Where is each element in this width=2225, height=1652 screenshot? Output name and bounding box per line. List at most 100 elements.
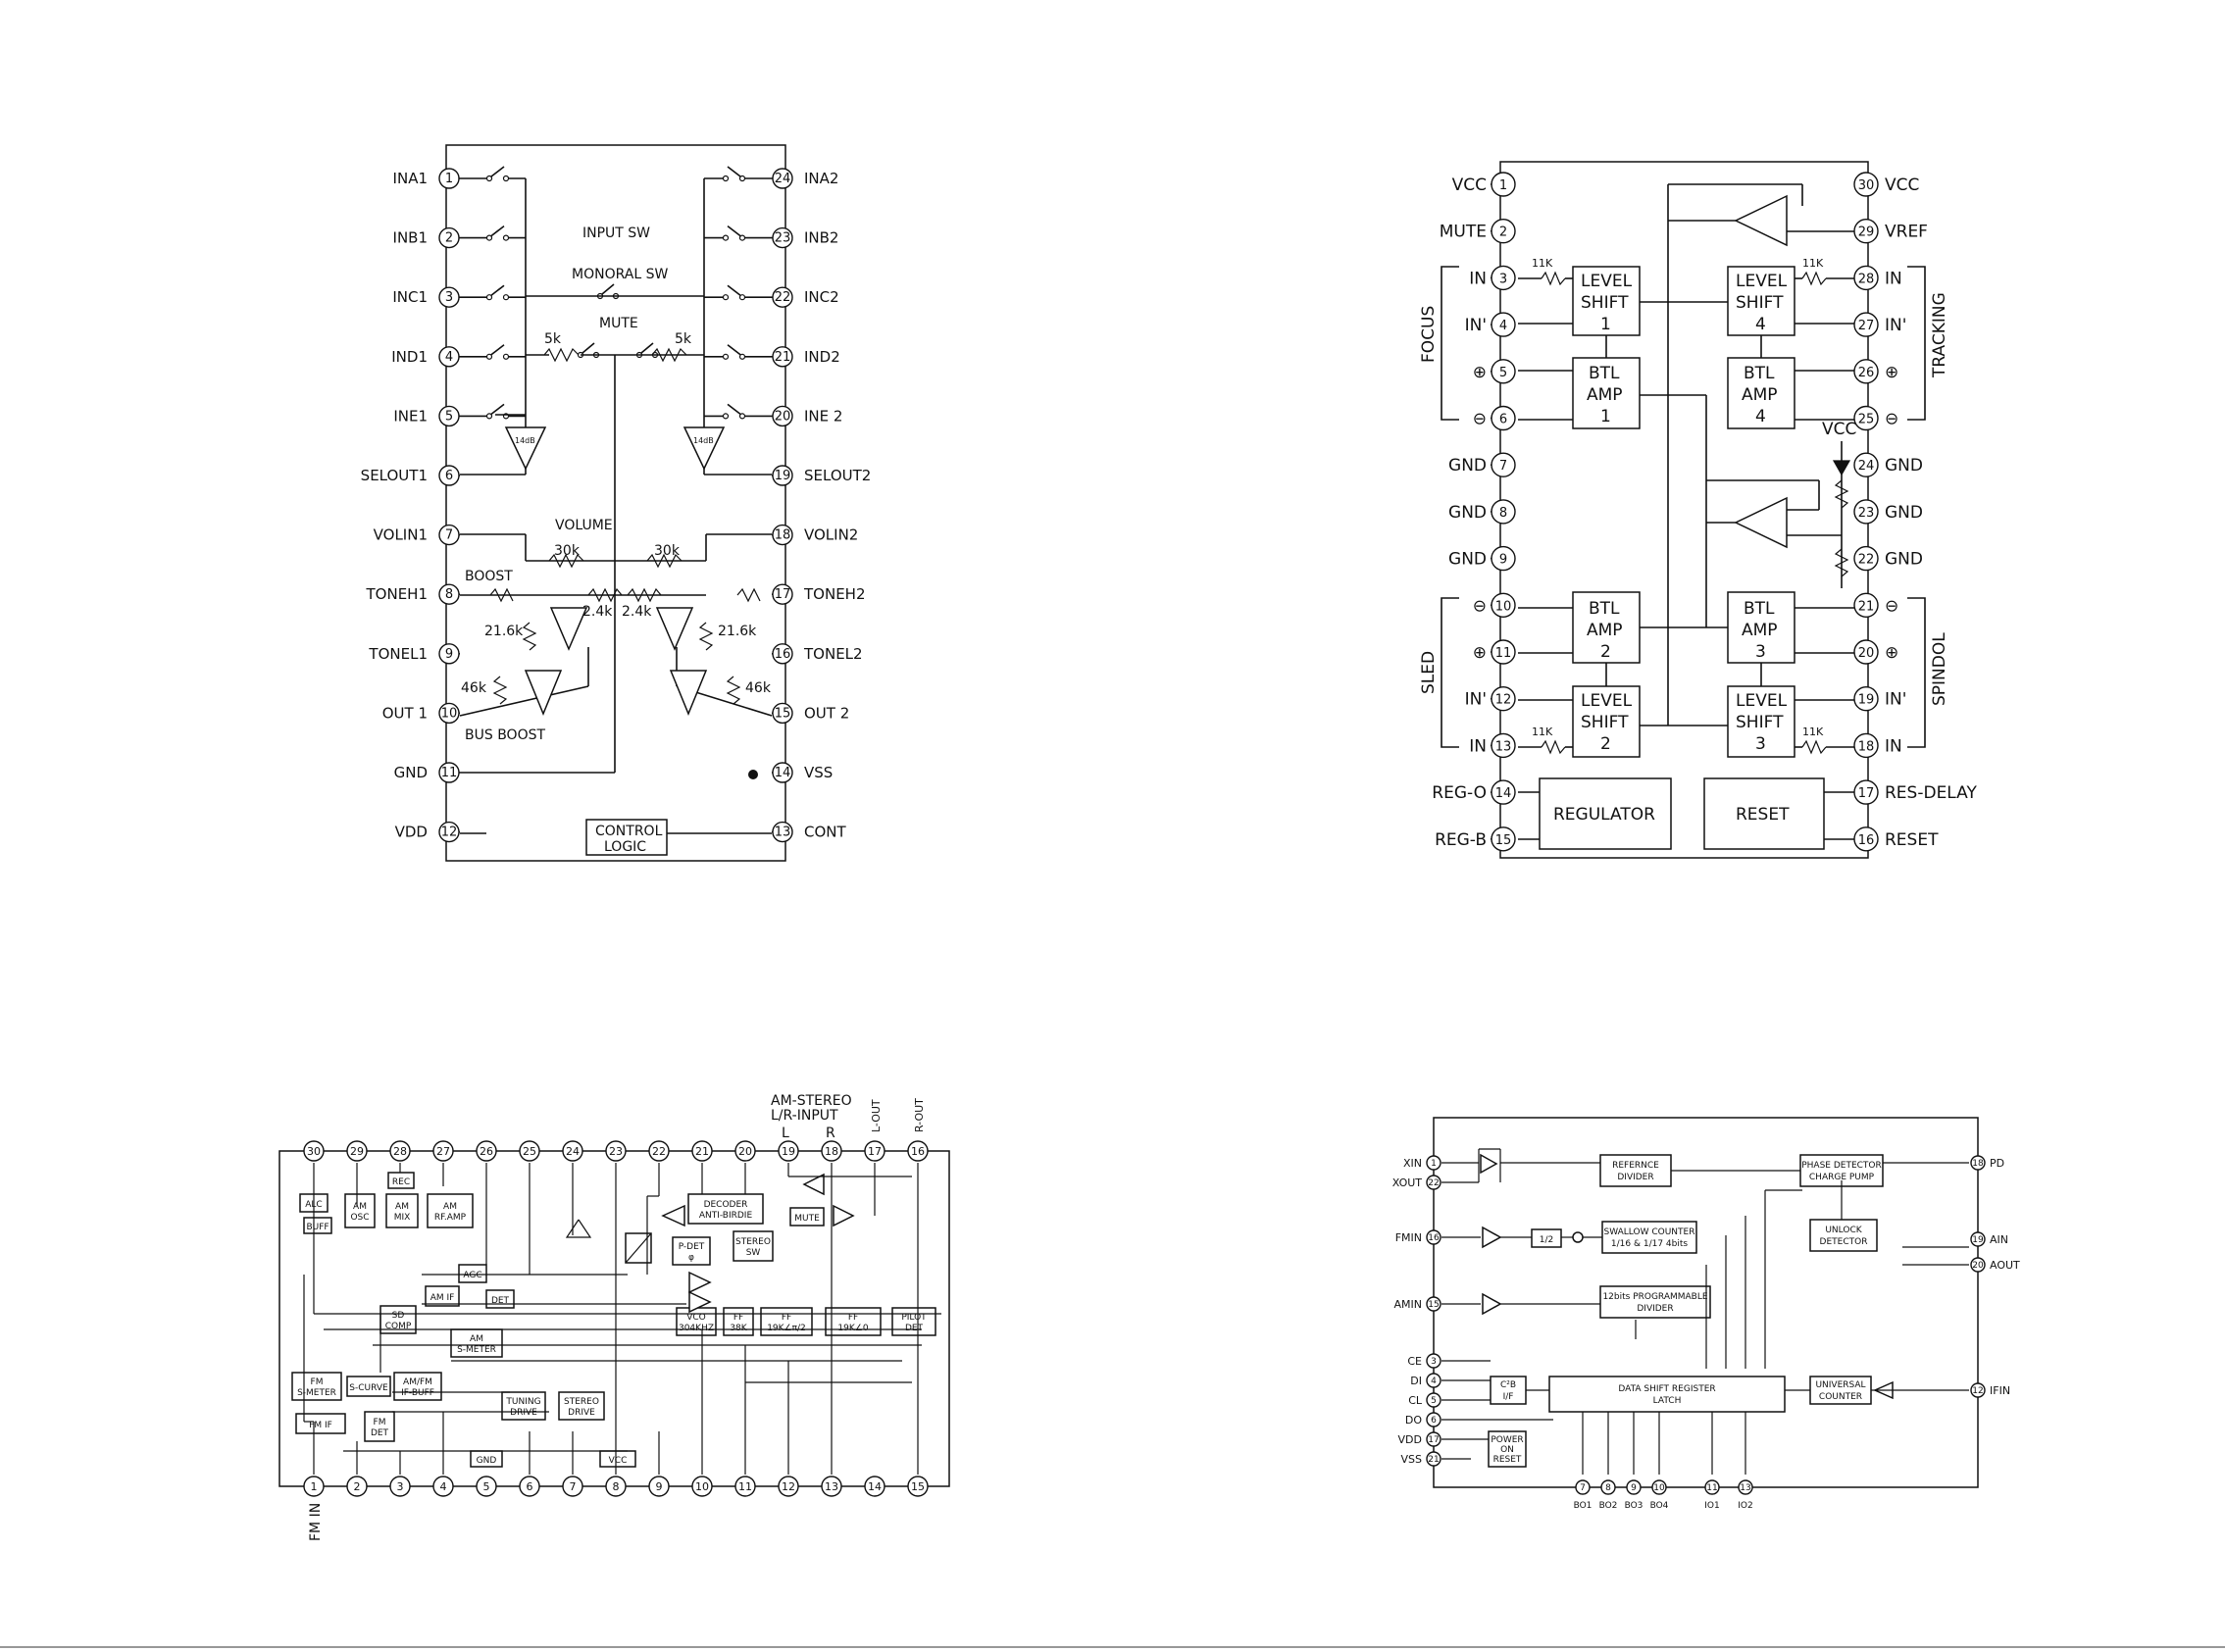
- ic3-block-vco: [676, 1307, 717, 1336]
- reset-block-label: RESET: [1736, 805, 1790, 825]
- ic4-pin-number: 8: [1605, 1483, 1611, 1493]
- ic3-block-label: AM IF: [430, 1293, 455, 1303]
- ic3-pin-22: [648, 1140, 670, 1162]
- ic3-pin-10: [691, 1476, 713, 1497]
- ic4-block-label: ON: [1500, 1445, 1514, 1455]
- ic3-pin-19: [778, 1140, 799, 1162]
- ic1-wiring: [459, 178, 773, 834]
- ic3-pin-number: 22: [652, 1145, 666, 1158]
- ic1-pin-number: 7: [445, 528, 453, 543]
- ic3-pin-number: 4: [440, 1480, 447, 1493]
- ic4-pin-number: 10: [1653, 1483, 1665, 1493]
- ic1-pin-number: 2: [445, 231, 453, 246]
- ic3-pin-number: 14: [868, 1480, 882, 1493]
- monoral-sw-label: MONORAL SW: [572, 267, 668, 282]
- ic3-pin-30: [303, 1140, 325, 1162]
- ic4-pin-label: XOUT: [1392, 1176, 1423, 1189]
- ic4-block-label: RESET: [1493, 1455, 1522, 1465]
- ic4-block-label: 1/16 & 1/17 4bits: [1611, 1239, 1688, 1249]
- ic4-pin-12: [1970, 1382, 1986, 1398]
- ic2-pin-number: 2: [1499, 225, 1507, 240]
- ic3-block-label: IF-BUFF: [401, 1388, 434, 1398]
- ic4-block-label: SWALLOW COUNTER: [1604, 1227, 1695, 1237]
- ic3-pin-number: 8: [613, 1480, 620, 1493]
- ic3-block-label: S-METER: [297, 1388, 336, 1398]
- ic4-pin-number: 5: [1431, 1396, 1437, 1406]
- btl-amp-4-num: 4: [1755, 407, 1766, 426]
- ic2-pin-label: RES-DELAY: [1885, 783, 1977, 803]
- ic3-block-label: RF.AMP: [434, 1213, 467, 1223]
- ic2-pin-7: [1491, 452, 1516, 477]
- ic2-pin-label: VCC: [1452, 175, 1487, 195]
- ic4-block-label: I/F: [1503, 1392, 1514, 1402]
- ic2-pin-label: IN': [1885, 316, 1906, 335]
- ic1-pin-12: [438, 821, 460, 843]
- ic2-resistors: [1541, 271, 1851, 755]
- res-21-6k-left: 21.6k: [484, 624, 524, 639]
- ic3-pin-29: [346, 1140, 368, 1162]
- ic2-pin-13: [1491, 732, 1516, 759]
- ic2-pin-number: 27: [1858, 319, 1875, 333]
- ic2-pin-label: ⊖: [1473, 596, 1487, 616]
- ic3-block-label: VCO: [686, 1313, 706, 1323]
- ic3-pin-12: [778, 1476, 799, 1497]
- ic2-pin-2: [1491, 218, 1516, 244]
- ic2-pin-number: 5: [1499, 366, 1507, 380]
- ic3-block-label: FM: [374, 1418, 386, 1427]
- ic3-pin-4: [432, 1476, 454, 1497]
- ic1-pin-number: 10: [441, 706, 458, 721]
- ic4-block-swallow: [1601, 1221, 1697, 1254]
- ic4-block-dsr: [1548, 1376, 1786, 1413]
- audio-processor-diagram: 1INA12INB13INC14IND15INE16SELOUT17VOLIN1…: [361, 144, 871, 862]
- am-stereo-label: AM-STEREO: [771, 1093, 852, 1109]
- ic1-pin-13: [772, 821, 793, 843]
- ic3-block-label: OSC: [350, 1213, 369, 1223]
- ic2-pin-number: 24: [1858, 459, 1875, 474]
- ic2-group-brackets: [1441, 266, 1926, 748]
- ic2-pin-number: 8: [1499, 506, 1507, 521]
- ic4-pin-number: 12: [1972, 1386, 1983, 1396]
- ic4-pin-label: FMIN: [1395, 1231, 1422, 1244]
- ic4-block-por: [1488, 1430, 1527, 1468]
- ic4-pin-label: BO4: [1650, 1501, 1669, 1511]
- ic3-block-fm-det: [364, 1411, 395, 1442]
- ic2-pin-number: 4: [1499, 319, 1507, 333]
- ic3-block-fm-if: [295, 1413, 346, 1434]
- res-2-4k-a: 2.4k: [582, 604, 613, 620]
- ic2-pin-number: 1: [1499, 178, 1507, 193]
- lr-input-label: L/R-INPUT: [771, 1108, 838, 1124]
- ic3-pin-number: 16: [911, 1145, 925, 1158]
- ic2-pin-12: [1491, 686, 1516, 712]
- ic2-pin-15: [1491, 826, 1516, 852]
- gain-14db-right: 14dB: [693, 436, 714, 445]
- ic1-pin-label: IND1: [391, 348, 428, 366]
- ic3-block-rec: [387, 1172, 415, 1189]
- ic2-pin-19: [1853, 686, 1879, 712]
- ic3-block-mute: [789, 1207, 825, 1226]
- ic2-pin-number: 25: [1858, 413, 1875, 427]
- ic4-pin-number: 18: [1972, 1159, 1984, 1169]
- ic3-block-label: FM: [311, 1377, 324, 1387]
- ic3-block-fm-smeter: [291, 1372, 342, 1401]
- level-shift-2-label: LEVEL: [1581, 691, 1633, 711]
- ic2-pin-number: 29: [1858, 225, 1875, 240]
- ic1-pin-8: [438, 583, 460, 605]
- ic3-pin-number: 26: [480, 1145, 493, 1158]
- ic3-block-amfm-if: [393, 1372, 442, 1401]
- ic3-block-label: MIX: [394, 1213, 411, 1223]
- ic1-pin-number: 9: [445, 647, 453, 662]
- ic2-block-labels: LEVEL SHIFT 1 BTL AMP 1 LEVEL SHIFT 4 BT…: [1532, 257, 1824, 825]
- ic2-pin-number: 19: [1858, 693, 1875, 708]
- ic2-pin-number: 9: [1499, 553, 1507, 568]
- ic1-pin-1: [438, 168, 460, 189]
- ic2-pin-number: 15: [1495, 833, 1512, 848]
- ic3-pin-14: [864, 1476, 885, 1497]
- gain-14db-left: 14dB: [515, 436, 535, 445]
- focus-label: FOCUS: [1419, 306, 1439, 363]
- ic4-pin-number: 20: [1972, 1261, 1984, 1271]
- ic1-pin-9: [438, 643, 460, 665]
- ic2-pin-number: 20: [1858, 646, 1875, 661]
